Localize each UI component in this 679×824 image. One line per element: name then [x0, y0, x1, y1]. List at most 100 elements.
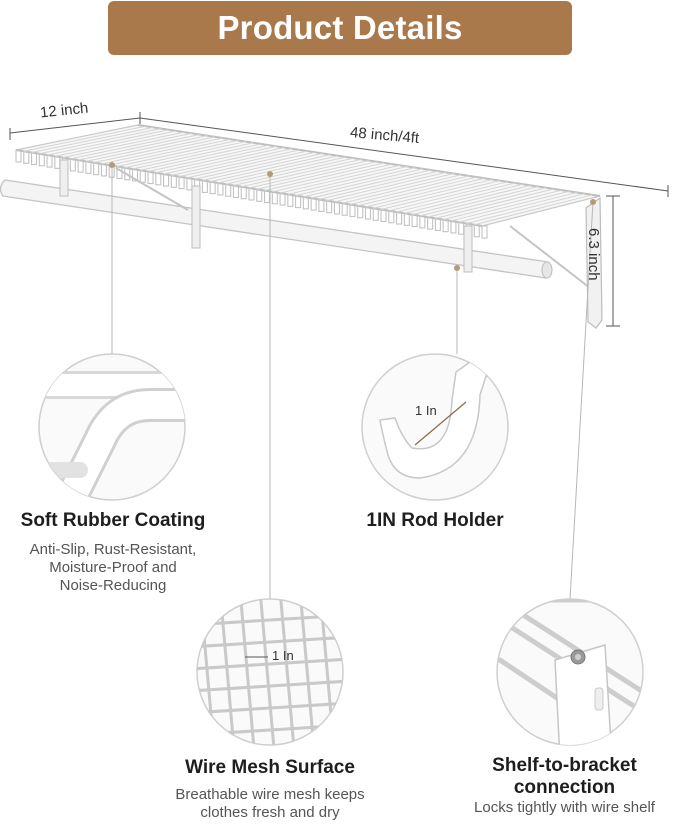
shelf-wire-loop [364, 206, 372, 220]
shelf-wire-bar [450, 190, 570, 222]
shelf-wire-loop [77, 159, 84, 173]
shelf-wire-loop [434, 217, 441, 231]
mesh-wire-horizontal [190, 747, 350, 757]
bracket-title-line: Shelf-to-bracket [492, 755, 637, 776]
shelf-wire-loop [69, 158, 76, 172]
shelf-wire-loop [217, 182, 224, 196]
shelf-wire-loop [30, 151, 38, 166]
shelf-wire-bar [85, 135, 208, 162]
shelf-wire-bar [202, 152, 323, 181]
shelf-wire-bar [241, 158, 362, 188]
mesh-wire-vertical [360, 590, 375, 760]
shelf-wire-bar [140, 143, 262, 171]
shelf-wire-bar [404, 183, 524, 214]
height-dimension-label: 6.3 inch [585, 228, 602, 281]
shelf-wire-bar [194, 151, 316, 180]
shelf-wire-bar [101, 137, 223, 165]
shelf-wire-bar [474, 194, 593, 226]
shelf-wire-loop [15, 149, 22, 163]
shelf-wire-bar [342, 174, 462, 204]
shelf-wire-bar [334, 173, 454, 203]
support-clips [59, 159, 473, 273]
shelf-wire-bar [435, 188, 554, 219]
soft-rubber-desc-line: Moisture-Proof and [49, 559, 177, 576]
shelf-wire-bar [109, 138, 231, 166]
shelf-wire-loop [302, 196, 309, 210]
shelf-wire-loop [279, 192, 286, 206]
shelf-wire-loop [271, 191, 278, 205]
shelf-wire-loop [139, 169, 146, 183]
shelf-wire-loop [442, 219, 449, 233]
shelf-wire-bar [380, 180, 501, 211]
shelf-wire-loop [54, 155, 61, 169]
shelf-wire-bar [217, 155, 339, 184]
rod-diameter-label: 1 In [415, 403, 437, 418]
shelf-wire-loop [473, 224, 480, 238]
shelf-wire-loop [209, 181, 216, 195]
rod-holder-title: 1IN Rod Holder [366, 510, 504, 531]
shelf-wire-loop [341, 202, 348, 216]
mesh-wire-horizontal [197, 679, 343, 693]
shelf-wire-loop [147, 170, 154, 185]
shelf-wire-bar [326, 171, 447, 202]
shelf-wire-bar [279, 164, 400, 194]
shelf-wire-bar [132, 142, 254, 170]
shelf-wire-bar [264, 162, 385, 192]
shelf-wire-loop [100, 163, 107, 177]
shelf-wire-bar [272, 163, 393, 193]
shelf-wire-bar [349, 175, 470, 205]
shelf-wire-bar [163, 146, 285, 175]
shelf-wire-loop [396, 211, 403, 225]
shelf-wire-bar [365, 177, 485, 208]
shelf-wire-bar [39, 128, 162, 155]
shelf-wire-loop [349, 203, 356, 218]
shelf-wire-loop [225, 183, 232, 197]
shelf-wire-bar [171, 148, 293, 176]
shelf-wire-loop [170, 174, 177, 188]
shelf-wire-bar [287, 165, 408, 195]
shelf-wire-loop [427, 216, 434, 230]
shelf-wire-bar [303, 168, 424, 198]
shelf-wire-loop [458, 221, 465, 235]
shelf-wire-loop [232, 184, 240, 199]
bracket-connection-title: Shelf-to-bracket connection [450, 755, 679, 799]
shelf-wire-bar [54, 130, 177, 157]
shelf-wire-bar [31, 126, 154, 154]
shelf-wire-bar [256, 161, 377, 190]
soft-rubber-title: Soft Rubber Coating [20, 510, 206, 531]
shelf-wire-bar [46, 129, 169, 156]
wire-mesh-desc-line: Breathable wire mesh keeps [175, 786, 365, 803]
end-bracket [585, 196, 603, 329]
shelf-wire-loop [411, 214, 418, 228]
mesh-wire-horizontal [197, 657, 343, 671]
soft-rubber-desc-line: Anti-Slip, Rust-Resistant, [29, 541, 197, 558]
wire-mesh-title: Wire Mesh Surface [185, 757, 355, 778]
rubber-coating-detail-circle [38, 353, 186, 501]
pointer-lines [111, 165, 594, 600]
shelf-wire-loop [256, 188, 263, 202]
shelf-wire-bar [466, 193, 585, 224]
shelf-wire-loop [85, 160, 92, 174]
shelf-wire-bars [23, 125, 593, 226]
soft-rubber-desc-line: Noise-Reducing [59, 577, 167, 594]
shelf-wire-loop [450, 220, 457, 234]
shelf-wire-loop [295, 195, 302, 209]
shelf-wire-loop [357, 205, 364, 219]
dimension-lines [9, 112, 669, 327]
clothes-rod [0, 179, 553, 279]
shelf-wire-bar [396, 182, 516, 213]
shelf-wire-loop [372, 207, 379, 221]
shelf-wire-bar [225, 156, 347, 185]
shelf-wire-loop [155, 172, 162, 186]
shelf-wire-bar [116, 139, 239, 167]
shelf-wire-bar [93, 136, 216, 164]
shelf-wire-bar [427, 187, 547, 218]
banner-title: Product Details [217, 9, 463, 46]
pointer-dots [109, 162, 596, 271]
soft-rubber-description: Anti-Slip, Rust-Resistant, Moisture-Proo… [0, 541, 226, 595]
shelf-wire-loop [240, 186, 247, 200]
title-banner: Product Details [108, 1, 572, 55]
shelf-wire-loop [310, 197, 317, 211]
shelf-wire-loop [333, 201, 340, 215]
